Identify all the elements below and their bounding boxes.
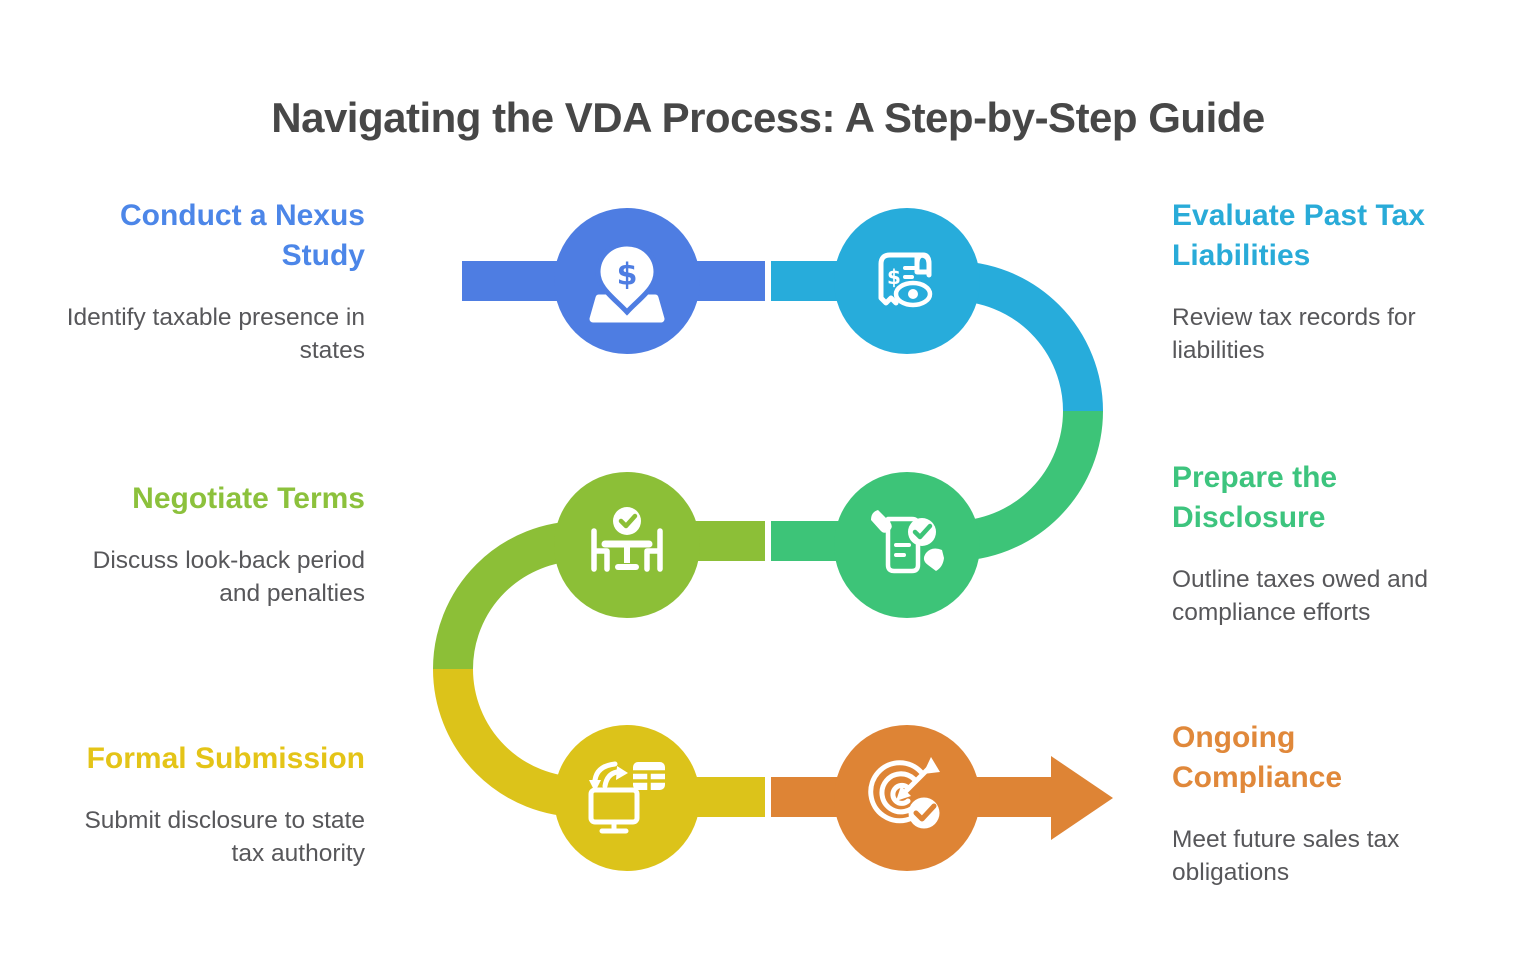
step2-text-block: Evaluate Past Tax Liabilities Review tax… (1172, 196, 1460, 368)
svg-text:$: $ (617, 258, 638, 293)
step3-text-block: Prepare the Disclosure Outline taxes owe… (1172, 458, 1460, 630)
step2-circle (834, 208, 980, 354)
step5-title: Formal Submission (86, 742, 365, 775)
step1-title: Conduct a Nexus Study (119, 199, 365, 273)
data-transfer-icon (588, 761, 665, 834)
step2-description: Review tax records for liabilities (1172, 304, 1416, 364)
step6-text-block: Ongoing Compliance Meet future sales tax… (1172, 718, 1460, 890)
step1-text-block: Conduct a Nexus Study Identify taxable p… (65, 196, 365, 368)
step1-description: Identify taxable presence in states (66, 304, 365, 364)
target-check-icon (868, 757, 940, 829)
step3-title: Prepare the Disclosure (1172, 461, 1338, 535)
step6-description: Meet future sales tax obligations (1172, 826, 1400, 886)
step5-text-block: Formal Submission Submit disclosure to s… (65, 739, 365, 870)
step3-description: Outline taxes owed and compliance effort… (1172, 566, 1429, 626)
step6-circle (834, 725, 980, 871)
svg-text:$: $ (887, 265, 901, 289)
step5-circle (554, 725, 700, 871)
step6-title: Ongoing Compliance (1172, 721, 1343, 795)
disclosure-document-icon (871, 510, 944, 574)
step2-title: Evaluate Past Tax Liabilities (1172, 199, 1425, 273)
negotiation-table-icon (591, 507, 663, 572)
dollar-location-pin-icon: $ (589, 241, 665, 323)
step4-title: Negotiate Terms (132, 482, 365, 515)
tax-receipt-review-icon: $ (878, 252, 933, 308)
step5-description: Submit disclosure to state tax authority (84, 807, 365, 867)
step4-description: Discuss look-back period and penalties (92, 547, 365, 607)
flow-arrowhead (1051, 756, 1113, 840)
step4-text-block: Negotiate Terms Discuss look-back period… (65, 479, 365, 610)
page-title: Navigating the VDA Process: A Step-by-St… (271, 94, 1265, 141)
